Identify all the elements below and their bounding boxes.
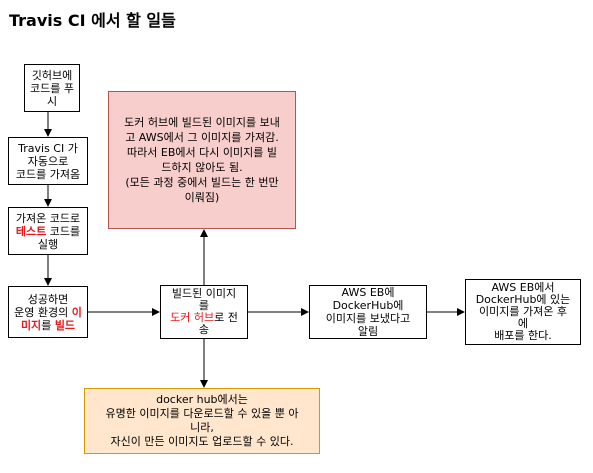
- pink-note-line1: 도커 허브에 빌드된 이미지를 보내: [124, 116, 280, 129]
- run-test-box: 가져온 코드로 테스트 코드를 실행: [8, 207, 88, 255]
- pink-note-line3: 따라서 EB에서 다시 이미지를 빌: [127, 146, 277, 159]
- deploy-line5: 배포를 한다.: [494, 329, 552, 342]
- build-highlight: 빌드: [54, 318, 76, 332]
- notify-eb-line4: 알림: [357, 325, 379, 338]
- send-dockerhub-line4: 송: [198, 323, 210, 336]
- orange-note-line3: 니라,: [190, 421, 214, 434]
- deploy-line3: 이미지를 가져온 후: [479, 305, 567, 318]
- deploy-line4: 에: [517, 317, 529, 330]
- build-image-line2a: 운영 환경의: [14, 305, 72, 319]
- push-code-box: 깃허브에 코드를 푸시: [24, 64, 80, 112]
- send-dockerhub-line3-rest: 로 전: [214, 311, 238, 324]
- pink-note-line5: (모든 과정 중에서 빌드는 한 번만: [125, 176, 279, 189]
- notify-eb-line1: AWS EB에: [341, 286, 395, 299]
- send-dockerhub-line2: 를: [198, 299, 210, 312]
- travis-fetch-line2: 자동으로: [27, 154, 69, 168]
- run-test-line1: 가져온 코드로: [15, 211, 81, 225]
- orange-note-line2: 유명한 이미지를 다운로드할 수 있을 뿐 아: [105, 407, 299, 420]
- notify-eb-line3: 이미지를 보냈다고: [325, 312, 411, 325]
- image-highlight-part2: 미지: [20, 318, 42, 332]
- test-highlight: 테스트: [15, 224, 47, 238]
- build-image-box: 성공하면 운영 환경의 이 미지를 빌드: [8, 286, 88, 338]
- deploy-box: AWS EB에서 DockerHub에 있는 이미지를 가져온 후 에 배포를 …: [465, 279, 581, 345]
- run-test-line2-rest: 코드를: [46, 224, 81, 238]
- dockerhub-upload-note: docker hub에서는 유명한 이미지를 다운로드할 수 있을 뿐 아 니라…: [84, 388, 320, 454]
- pink-note-line4: 드하지 않아도 됨.: [161, 161, 243, 174]
- travis-fetch-line3: 코드를 가져옴: [15, 167, 81, 181]
- run-test-line3: 실행: [37, 237, 59, 251]
- orange-note-line1: docker hub에서는: [156, 393, 248, 406]
- deploy-line1: AWS EB에서: [491, 281, 555, 294]
- travis-fetch-line1: Travis CI 가: [18, 141, 78, 155]
- image-highlight-part1: 이: [71, 305, 82, 319]
- pink-note-line2: 고 AWS에서 그 이미지를 가져감.: [125, 131, 279, 144]
- push-code-line1: 깃허브에: [31, 68, 73, 82]
- send-dockerhub-box: 빌드된 이미지 를 도커 허브로 전 송: [160, 285, 248, 339]
- orange-note-line4: 자신이 만든 이미지도 업로드할 수 있다.: [110, 435, 294, 448]
- pink-note-line6: 이뤄짐): [184, 191, 220, 204]
- dockerhub-highlight: 도커 허브: [170, 311, 215, 324]
- travis-fetch-box: Travis CI 가 자동으로 코드를 가져옴: [8, 137, 88, 185]
- deploy-line2: DockerHub에 있는: [475, 293, 571, 306]
- dockerhub-explanation-note: 도커 허브에 빌드된 이미지를 보내 고 AWS에서 그 이미지를 가져감. 따…: [108, 91, 296, 229]
- build-image-line3-mid: 를: [41, 318, 55, 332]
- page-title: Travis CI 에서 할 일들: [9, 11, 176, 30]
- build-image-line1: 성공하면: [27, 292, 69, 306]
- notify-eb-line2: DockerHub에: [332, 299, 404, 312]
- notify-eb-box: AWS EB에 DockerHub에 이미지를 보냈다고 알림: [309, 285, 427, 339]
- push-code-line2: 코드를 푸시: [30, 81, 74, 108]
- send-dockerhub-line1: 빌드된 이미지: [171, 287, 237, 300]
